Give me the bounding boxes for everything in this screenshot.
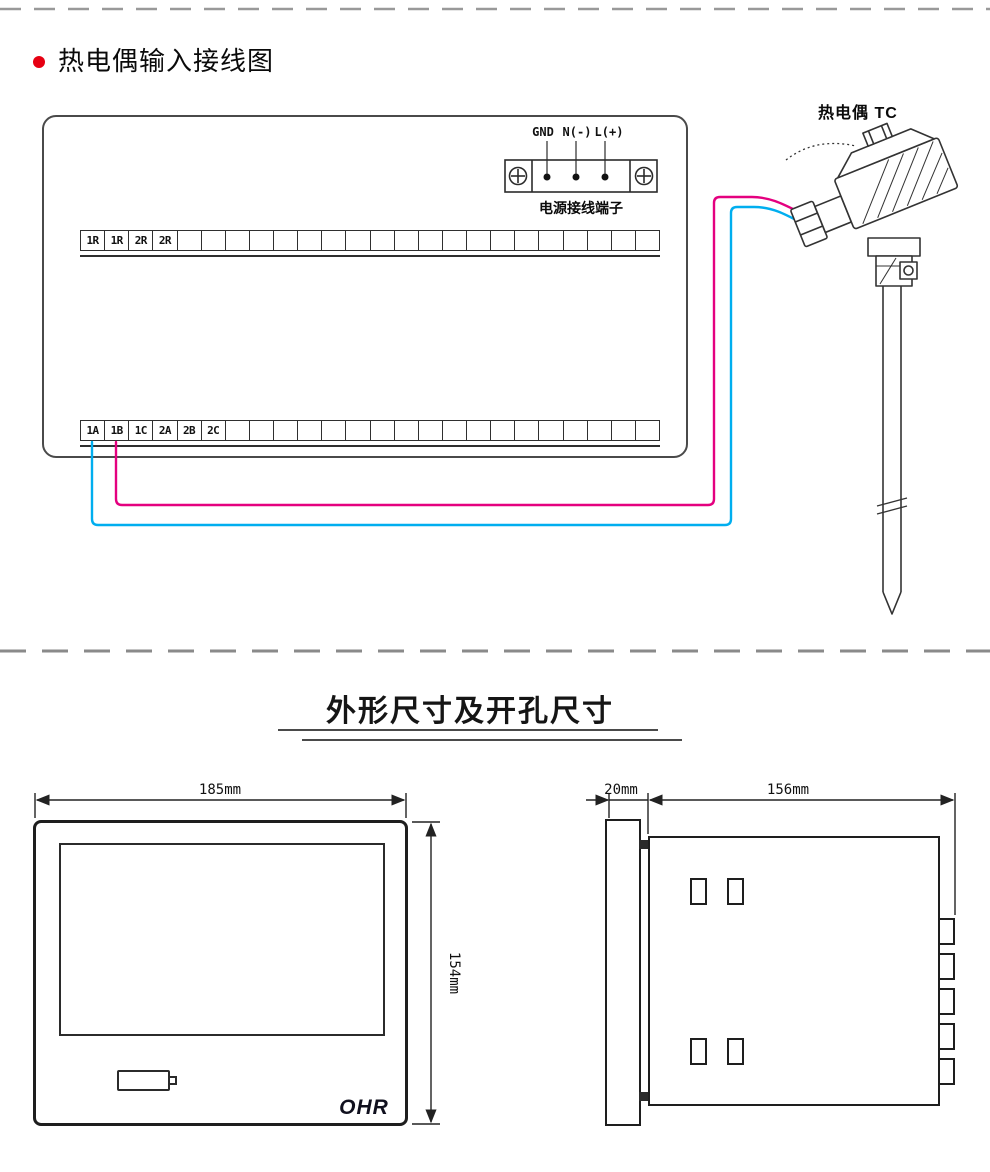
terminal-cell (491, 421, 516, 440)
terminal-cell (371, 231, 395, 250)
terminal-row-top-baseline (80, 255, 660, 257)
side-view-slot (727, 1038, 744, 1065)
terminal-cell (588, 421, 612, 440)
terminal-cell: 1B (105, 421, 130, 440)
terminal-cell (298, 231, 323, 250)
terminal-cell (564, 421, 588, 440)
terminal-cell (539, 231, 564, 250)
terminal-cell (226, 231, 250, 250)
terminal-cell (226, 421, 250, 440)
terminal-cell (178, 231, 202, 250)
terminal-cell (443, 231, 467, 250)
terminal-cell (491, 231, 516, 250)
power-terminal-caption: 电源接线端子 (539, 200, 623, 216)
brand-logo: OHR (339, 1096, 389, 1119)
terminal-cell (443, 421, 467, 440)
terminal-cell (202, 231, 226, 250)
terminal-cell: 2A (153, 421, 178, 440)
rear-terminal-clip (938, 918, 955, 945)
thermocouple-drawing (785, 122, 959, 615)
terminal-cell (612, 421, 636, 440)
terminal-cell (371, 421, 395, 440)
battery-nub (170, 1076, 177, 1085)
bezel-hook-bottom (639, 1092, 648, 1101)
wiring-section-title: 热电偶输入接线图 (58, 46, 275, 76)
terminal-cell: 2B (178, 421, 202, 440)
title-underline-1 (278, 729, 658, 731)
front-view-screen (59, 843, 385, 1036)
terminal-cell: 1R (105, 231, 130, 250)
title-underline-2 (302, 739, 682, 741)
terminal-row-bottom-baseline (80, 445, 660, 447)
thermocouple-label: 热电偶 TC (818, 105, 898, 122)
rear-terminal-clip (938, 1058, 955, 1085)
side-length-label: 156mm (767, 782, 809, 798)
terminal-cell (322, 231, 347, 250)
terminal-cell (346, 231, 371, 250)
terminal-cell (612, 231, 636, 250)
terminal-cell (298, 421, 323, 440)
front-width-label: 185mm (199, 782, 241, 798)
terminal-cell (636, 231, 659, 250)
terminal-cell: 2R (153, 231, 178, 250)
terminal-cell: 2R (129, 231, 154, 250)
bezel-hook-top (639, 840, 648, 849)
terminal-cell (419, 421, 443, 440)
side-view-body (648, 836, 940, 1106)
dimensions-section-title: 外形尺寸及开孔尺寸 (326, 695, 614, 728)
terminal-cell (588, 231, 612, 250)
rear-terminal-clip (938, 988, 955, 1015)
terminal-cell: 1R (81, 231, 106, 250)
rear-terminal-clip (938, 1023, 955, 1050)
terminal-cell (346, 421, 371, 440)
section-bullet (33, 56, 45, 68)
terminal-cell (250, 421, 274, 440)
terminal-cell (274, 421, 299, 440)
terminal-cell (467, 421, 492, 440)
terminal-cell: 2C (202, 421, 226, 440)
terminal-cell (515, 421, 540, 440)
front-height-label: 154mm (446, 952, 462, 994)
side-view-slot (690, 1038, 707, 1065)
terminal-cell (515, 231, 540, 250)
battery-icon (117, 1070, 170, 1091)
instrument-outline (42, 115, 688, 458)
terminal-cell (395, 421, 419, 440)
side-view-bezel (605, 819, 641, 1126)
terminal-cell (419, 231, 443, 250)
terminal-cell (250, 231, 274, 250)
terminal-cell (539, 421, 564, 440)
side-view-slot (690, 878, 707, 905)
side-depth-label: 20mm (604, 782, 638, 798)
terminal-cell: 1A (81, 421, 106, 440)
rear-terminal-clip (938, 953, 955, 980)
terminal-cell (564, 231, 588, 250)
terminal-cell (467, 231, 492, 250)
terminal-cell (322, 421, 347, 440)
terminal-cell (395, 231, 419, 250)
terminal-cell (636, 421, 659, 440)
terminal-cell: 1C (129, 421, 154, 440)
terminal-cell (274, 231, 299, 250)
side-view-slot (727, 878, 744, 905)
